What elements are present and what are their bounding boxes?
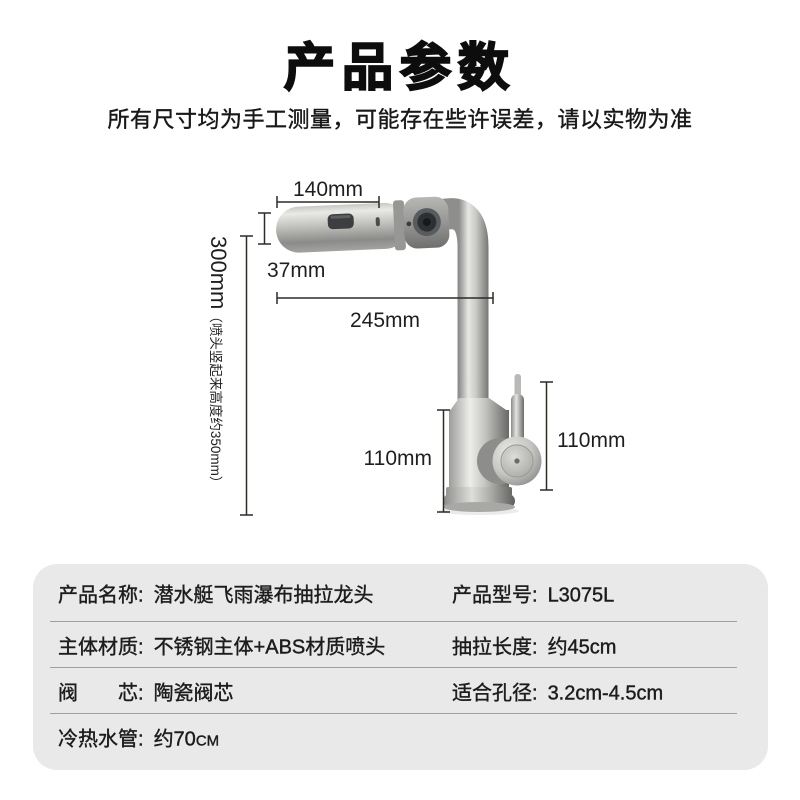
spec-label: 阀 芯: — [58, 682, 144, 704]
spec-value: 潜水艇飞雨瀑布抽拉龙头 — [153, 584, 374, 606]
spec-label: 冷热水管: — [58, 728, 144, 750]
spec-value: L3075L — [547, 584, 615, 606]
spec-label: 适合孔径: — [452, 682, 538, 704]
spec-label: 主体材质: — [58, 636, 144, 658]
spec-row-valve-hole: 阀 芯: 陶瓷阀芯 适合孔径: 3.2cm-4.5cm — [50, 668, 737, 714]
dim-head-diameter-line — [258, 212, 271, 245]
spec-valve-core: 阀 芯: 陶瓷阀芯 — [58, 676, 234, 705]
spec-value: 3.2cm-4.5cm — [547, 682, 664, 704]
faucet-product-image — [276, 196, 542, 515]
faucet-handle-knob — [477, 436, 542, 486]
dim-body-height-line — [437, 409, 450, 513]
spec-value: 陶瓷阀芯 — [153, 682, 234, 704]
spec-panel: 产品名称: 潜水艇飞雨瀑布抽拉龙头 产品型号: L3075L 主体材质: 不锈钢主体+… — [33, 564, 768, 770]
spec-product-name: 产品名称: 潜水艇飞雨瀑布抽拉龙头 — [58, 578, 374, 607]
spec-value: 约70 — [153, 728, 196, 750]
faucet-body-shoulder — [449, 398, 509, 412]
dim-head-length-label: 140mm — [293, 178, 363, 201]
dim-total-height-line — [240, 235, 253, 516]
dimension-lines — [240, 196, 553, 516]
dim-handle-height-line — [540, 381, 553, 491]
spec-label: 产品型号: — [452, 584, 538, 606]
spec-pullout-length: 抽拉长度: 约45cm — [452, 630, 617, 659]
spec-row-hoses: 冷热水管: 约70CM — [50, 714, 737, 759]
dim-spout-reach-label: 245mm — [350, 309, 420, 332]
faucet-body-collar — [446, 487, 512, 496]
spec-body-material: 主体材质: 不锈钢主体+ABS材质喷头 — [58, 630, 386, 659]
faucet-handle-lever — [511, 374, 524, 446]
spec-value-unit: CM — [195, 732, 220, 749]
spec-product-model: 产品型号: L3075L — [452, 578, 615, 607]
page-title: 产品参数 — [283, 38, 516, 97]
dim-body-height-label: 110mm — [364, 447, 432, 470]
spec-hole-diameter: 适合孔径: 3.2cm-4.5cm — [452, 676, 664, 705]
spec-row-material-length: 主体材质: 不锈钢主体+ABS材质喷头 抽拉长度: 约45cm — [50, 622, 737, 668]
dim-head-length-line — [276, 196, 380, 208]
spec-row-name-model: 产品名称: 潜水艇飞雨瀑布抽拉龙头 产品型号: L3075L — [50, 564, 737, 622]
spec-value: 约45cm — [547, 636, 617, 658]
spec-label: 产品名称: — [58, 584, 144, 606]
dim-spout-reach-line — [276, 292, 494, 304]
spec-water-hoses: 冷热水管: 约70CM — [58, 722, 220, 751]
measurement-disclaimer: 所有尺寸均为手工测量，可能存在些许误差，请以实物为准 — [107, 107, 693, 132]
spec-value: 不锈钢主体+ABS材质喷头 — [153, 636, 386, 658]
faucet-spray-head — [276, 196, 450, 253]
dim-head-diameter-label: 37mm — [267, 259, 325, 282]
faucet-dimension-diagram: 140mm 37mm 300mm（喷头竖起来高度约350mm） 245mm 11… — [206, 178, 625, 516]
spec-label: 抽拉长度: — [452, 636, 538, 658]
dim-handle-height-label: 110mm — [557, 429, 625, 452]
dim-total-height-label: 300mm（喷头竖起来高度约350mm） — [206, 236, 231, 489]
